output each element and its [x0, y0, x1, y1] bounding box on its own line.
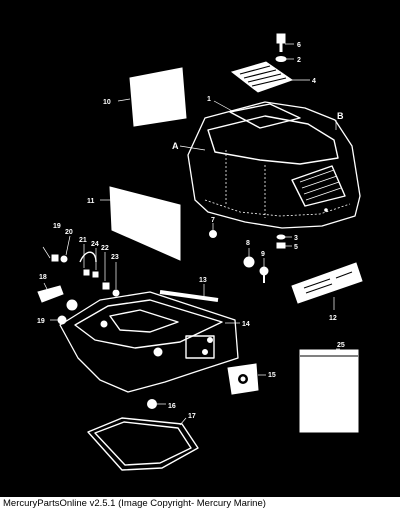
callout-11: 11 — [87, 198, 95, 205]
copyright-footer: MercuryPartsOnline v2.5.1 (Image Copyrig… — [0, 497, 400, 510]
part-17-seal — [87, 417, 199, 471]
part-15-label — [227, 363, 266, 395]
parts-19-24-hardware — [42, 235, 120, 297]
callout-12: 12 — [329, 315, 337, 322]
callout-labels: 6 2 4 1 10 B A 11 7 3 19 20 21 24 8 5 22… — [37, 42, 345, 420]
callout-18: 18 — [39, 274, 47, 281]
callout-16: 16 — [168, 403, 176, 410]
part-12-plate — [291, 262, 363, 310]
exploded-parts-diagram: 6 2 4 1 10 B A 11 7 3 19 20 21 24 8 5 22… — [37, 33, 363, 471]
callout-a: A — [172, 141, 179, 151]
part-7-fastener — [209, 223, 217, 238]
part-14-bottom-cowl — [50, 291, 240, 393]
part-5-nut — [276, 242, 292, 249]
callout-24: 24 — [91, 241, 99, 248]
callout-6: 6 — [297, 42, 301, 49]
part-8-grommet — [243, 248, 255, 268]
callout-4: 4 — [312, 78, 316, 85]
part-10-decal — [117, 67, 187, 127]
callout-20: 20 — [65, 229, 73, 236]
callout-17: 17 — [188, 413, 196, 420]
callout-15: 15 — [268, 372, 276, 379]
callout-22: 22 — [101, 245, 109, 252]
part-25-manual — [299, 348, 359, 433]
callout-21: 21 — [79, 237, 87, 244]
callout-19-top: 19 — [53, 223, 61, 230]
callout-b: B — [337, 111, 344, 121]
part-2-washer — [275, 56, 294, 62]
callout-10: 10 — [103, 99, 111, 106]
part-11-decal — [100, 186, 181, 261]
callout-25: 25 — [337, 342, 345, 349]
callout-8: 8 — [246, 240, 250, 247]
callout-1: 1 — [207, 96, 211, 103]
callout-13: 13 — [199, 277, 207, 284]
part-4-grille — [230, 61, 310, 93]
part-a-top-cowl — [179, 100, 361, 229]
part-13-rod — [159, 284, 219, 302]
callout-3: 3 — [294, 235, 298, 242]
callout-19-bottom: 19 — [37, 318, 45, 325]
part-3-washer — [276, 234, 292, 240]
part-9-screw — [259, 258, 269, 283]
part-18-latch — [37, 282, 78, 311]
callout-7: 7 — [211, 217, 215, 224]
callout-5: 5 — [294, 244, 298, 251]
part-16-plug — [147, 399, 166, 409]
callout-9: 9 — [261, 251, 265, 258]
part-6-screw — [276, 33, 294, 52]
callout-2: 2 — [297, 57, 301, 64]
callout-23: 23 — [111, 254, 119, 261]
callout-14: 14 — [242, 321, 250, 328]
